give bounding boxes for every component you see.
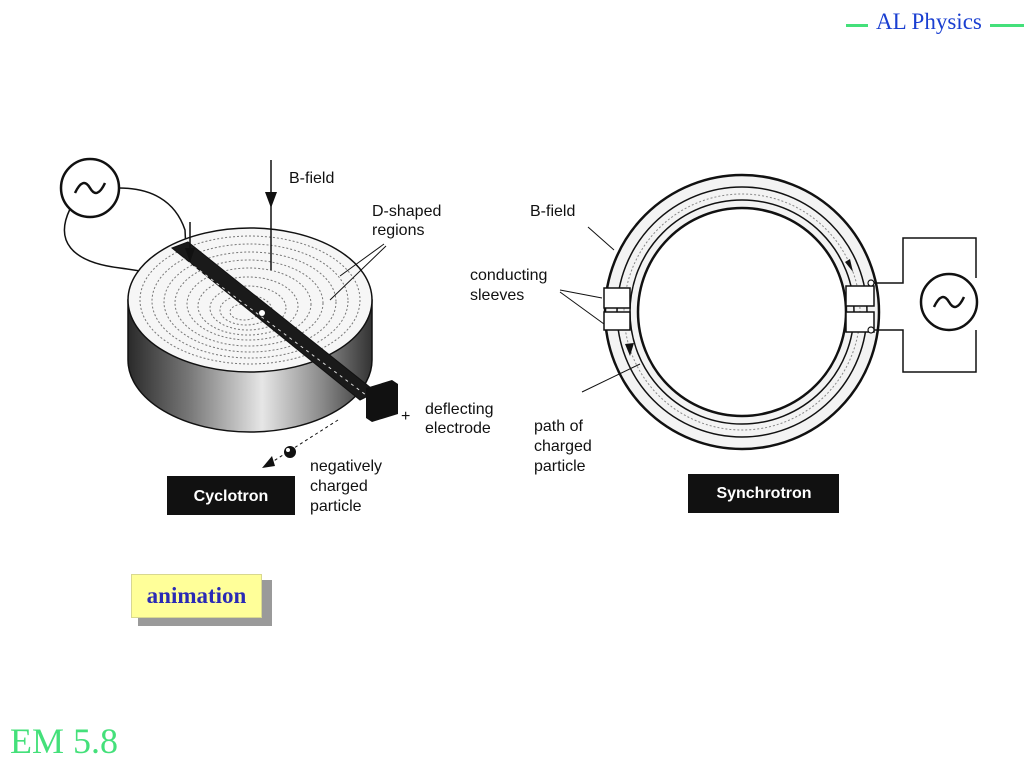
cyclotron-caption: Cyclotron	[194, 488, 269, 505]
conducting-sleeve-gaps	[603, 285, 875, 333]
ejection-path	[271, 419, 339, 463]
synch-ac-source-icon	[919, 272, 979, 332]
b-field-arrow-icon	[265, 192, 277, 208]
deflecting-electrode	[366, 380, 398, 422]
animation-button[interactable]: animation	[131, 574, 262, 618]
negative-particle	[284, 446, 296, 458]
wire-top	[118, 187, 187, 251]
ring-inner	[636, 206, 848, 418]
path-label-3: particle	[534, 458, 586, 475]
d-shaped-label-1: D-shaped	[372, 203, 441, 220]
ac-source-icon	[59, 157, 121, 219]
deflecting-label-1: deflecting	[425, 401, 494, 418]
cyclotron-figure: B-field D-shaped regions + deflecting el…	[59, 157, 494, 515]
path-label-2: charged	[534, 438, 592, 455]
synch-wire-top	[874, 237, 977, 284]
deflecting-label-2: electrode	[425, 420, 491, 437]
header-title: AL Physics	[868, 8, 990, 36]
cyclotron-caption-box	[167, 476, 295, 515]
cyclotron-bfield-label: B-field	[289, 170, 334, 187]
path-arrow-right-icon	[845, 259, 853, 272]
path-label-1: path of	[534, 418, 583, 435]
path-arrow-left-icon	[625, 343, 634, 356]
synchrotron-caption-box	[688, 474, 839, 513]
synch-wire-bottom	[874, 329, 977, 373]
electrode-plus-label: +	[401, 408, 410, 425]
slide-code: EM 5.8	[10, 721, 118, 761]
negative-label-2: charged	[310, 478, 368, 495]
synchrotron-bfield-label: B-field	[530, 203, 575, 220]
conducting-label-1: conducting	[470, 267, 547, 284]
negative-label-1: negatively	[310, 458, 382, 475]
synchrotron-figure: B-field conducting sleeves path of charg…	[470, 173, 979, 513]
negative-label-3: particle	[310, 498, 362, 515]
conducting-label-2: sleeves	[470, 287, 524, 304]
ejection-arrow-icon	[262, 456, 275, 468]
synchrotron-caption: Synchrotron	[716, 485, 811, 502]
d-shaped-label-2: regions	[372, 222, 424, 239]
